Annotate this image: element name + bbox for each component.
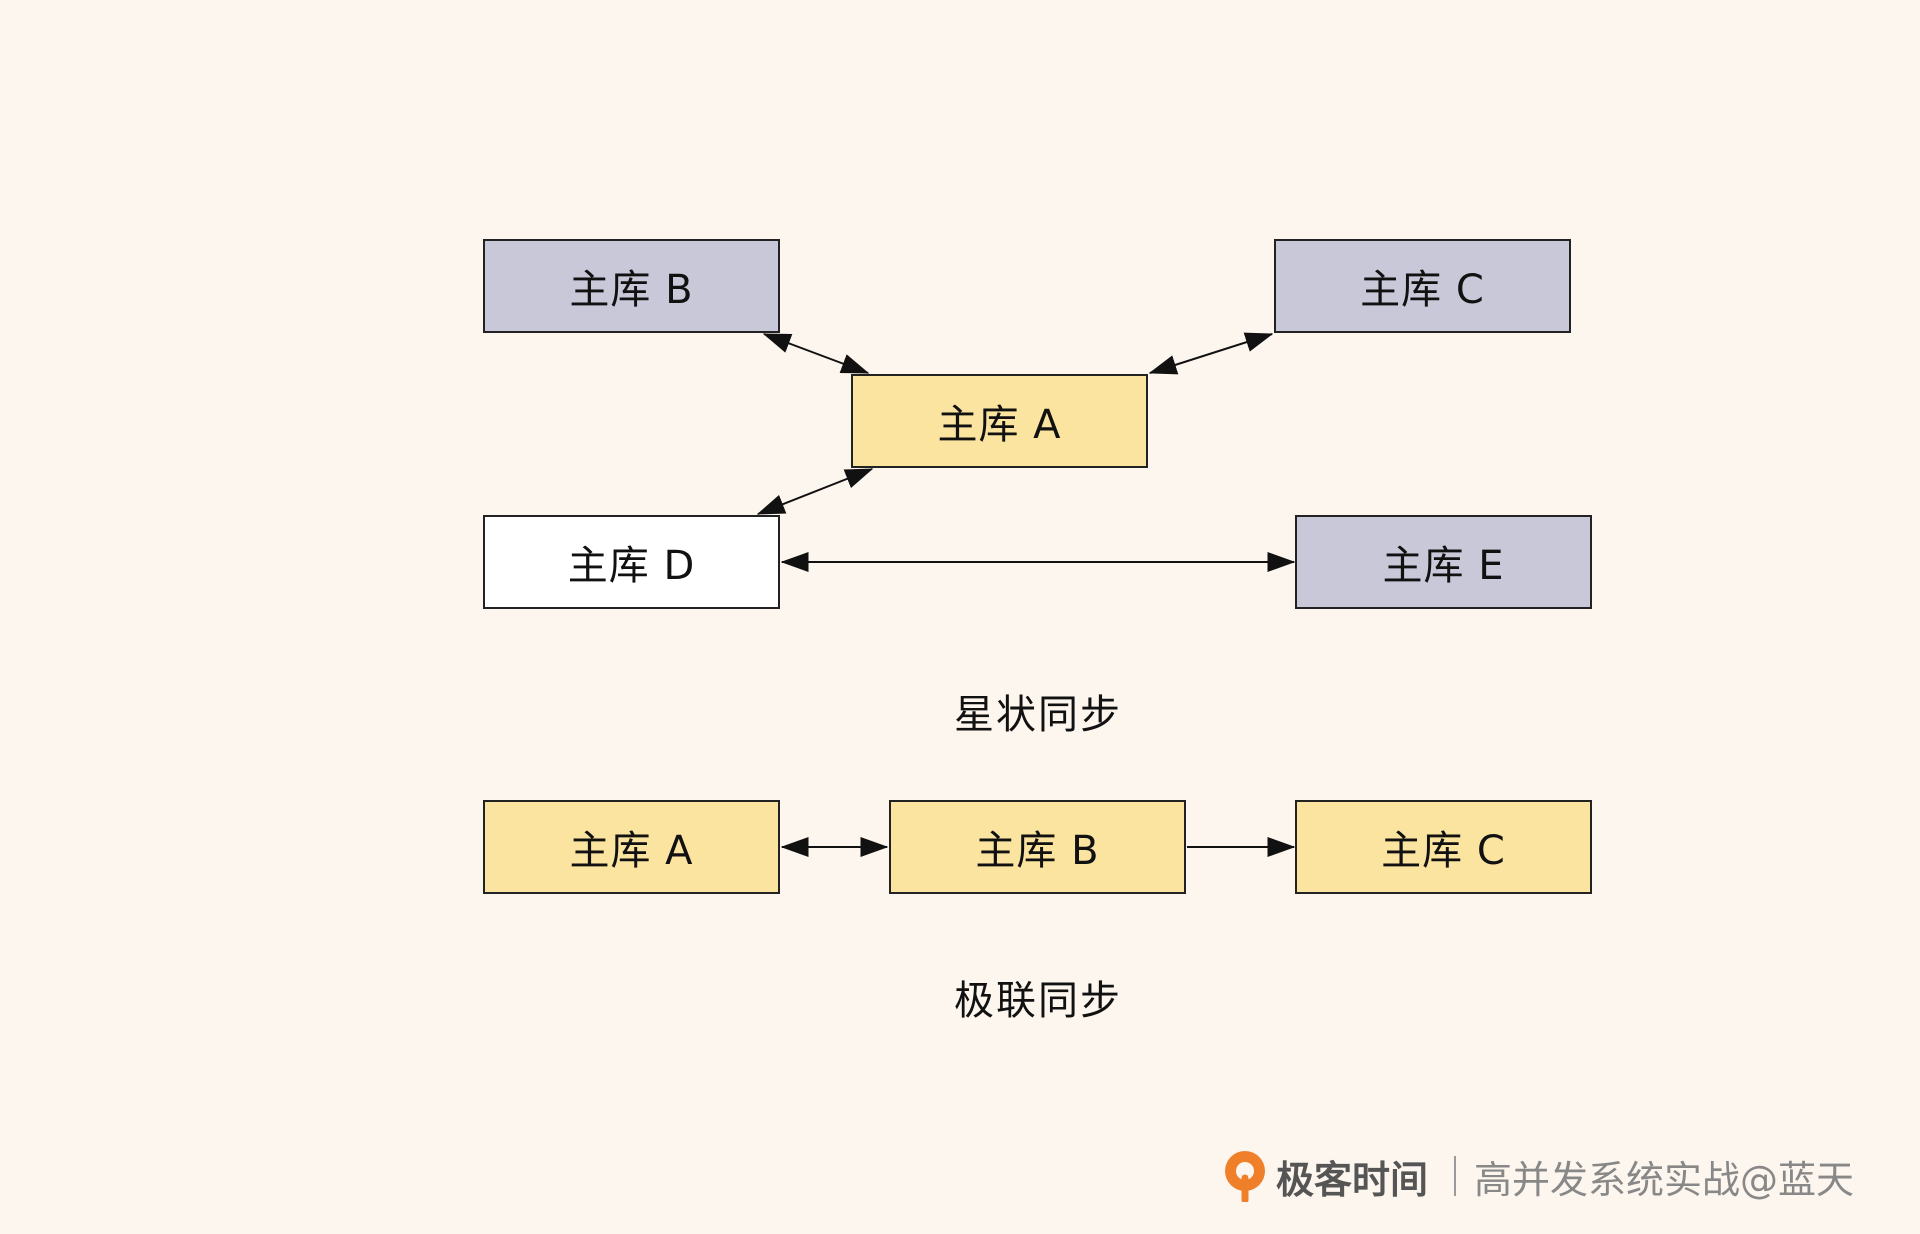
cascade-node-c: 主库 C — [1295, 800, 1592, 894]
cascade-node-a-label: 主库 A — [569, 828, 694, 874]
geektime-logo-icon — [1225, 1151, 1265, 1202]
star-node-e-label: 主库 E — [1382, 543, 1505, 589]
star-node-e: 主库 E — [1295, 515, 1592, 609]
footer-separator — [1454, 1156, 1457, 1196]
cascade-node-a: 主库 A — [483, 800, 780, 894]
star-node-b: 主库 B — [483, 239, 780, 333]
cascade-caption: 极联同步 — [954, 978, 1122, 1024]
cascade-node-b: 主库 B — [889, 800, 1186, 894]
edge-c-a — [1148, 332, 1274, 375]
star-caption: 星状同步 — [954, 692, 1122, 738]
footer-course: 高并发系统实战@蓝天 — [1474, 1157, 1855, 1202]
star-node-a-label: 主库 A — [937, 402, 1062, 448]
footer-brand: 极客时间 — [1276, 1157, 1429, 1202]
star-node-d-label: 主库 D — [567, 543, 696, 589]
star-node-a: 主库 A — [851, 374, 1148, 468]
edge-d-a — [756, 468, 874, 515]
star-node-b-label: 主库 B — [569, 267, 694, 313]
edge-b-a — [762, 333, 870, 374]
footer-watermark: 极客时间 高并发系统实战@蓝天 — [1222, 1146, 1854, 1206]
star-node-d: 主库 D — [483, 515, 780, 609]
star-node-c: 主库 C — [1274, 239, 1571, 333]
cascade-node-c-label: 主库 C — [1381, 828, 1506, 874]
cascade-node-b-label: 主库 B — [975, 828, 1100, 874]
star-node-c-label: 主库 C — [1360, 267, 1485, 313]
